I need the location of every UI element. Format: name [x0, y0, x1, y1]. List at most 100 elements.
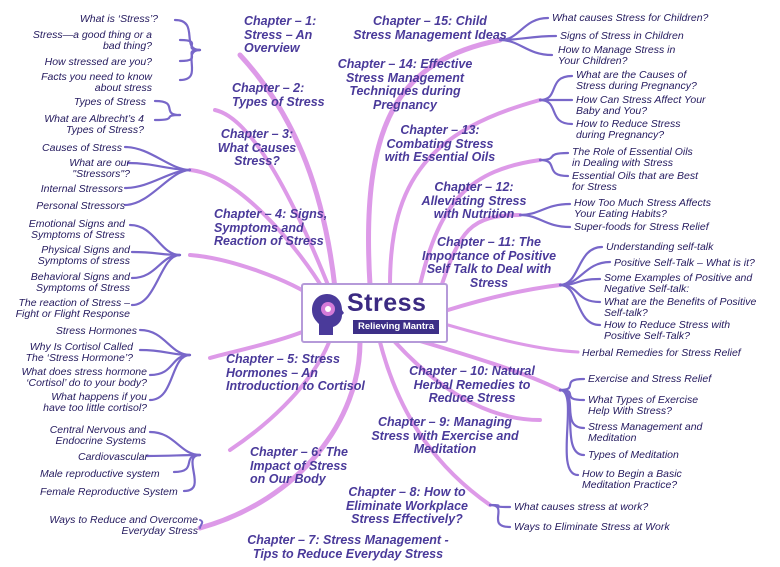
trunk-branch — [418, 158, 542, 287]
topic-label: What causes Stress for Children? — [552, 12, 709, 24]
leaf-branch — [558, 277, 602, 287]
leaf-branch — [558, 388, 580, 477]
leaf-branch — [498, 38, 554, 57]
trunk-branch — [388, 98, 542, 287]
leaf-branch — [538, 98, 574, 126]
topic-label: What does stress hormone ‘Cortisol’ do t… — [21, 366, 147, 389]
topic-label: How Too Much Stress Affects Your Eating … — [574, 197, 711, 220]
center-subtitle: Relieving Mantra — [353, 320, 439, 334]
leaf-branch — [538, 158, 570, 178]
topic-label: How to Reduce Stress during Pregnancy? — [576, 118, 681, 141]
topic-label: The reaction of Stress – Fight or Flight… — [15, 297, 130, 320]
topic-label: Emotional Signs and Symptoms of Stress — [28, 218, 125, 241]
trunk-branch — [188, 253, 320, 302]
leaf-branch — [123, 168, 192, 207]
trunk-branch — [213, 108, 332, 292]
chapter-15-label: Chapter – 15: Child Stress Management Id… — [353, 14, 507, 42]
topic-label: Personal Stressors — [36, 200, 125, 212]
leaf-branch — [128, 223, 182, 257]
topic-label: What are Albrecht’s 4 Types of Stress? — [44, 113, 144, 136]
topic-label: Herbal Remedies for Stress Relief — [582, 347, 741, 359]
leaf-branch — [558, 388, 586, 430]
topic-label: Types of Meditation — [588, 449, 679, 461]
topic-label: How to Begin a Basic Meditation Practice… — [582, 468, 682, 491]
head-silhouette-icon — [312, 294, 344, 335]
leaf-branch — [172, 453, 202, 474]
topic-label: How Can Stress Affect Your Baby and You? — [576, 94, 706, 117]
chapter-14-label: Chapter – 14: Effective Stress Managemen… — [337, 57, 473, 112]
topic-label: Ways to Eliminate Stress at Work — [514, 521, 670, 533]
leaf-branch — [148, 353, 192, 402]
chapter-9-label: Chapter – 9: Managing Stress with Exerci… — [371, 415, 519, 456]
chapter-10-label: Chapter – 10: Natural Herbal Remedies to… — [409, 364, 535, 405]
chapter-3-label: Chapter – 3: What Causes Stress? — [217, 127, 297, 168]
trunk-branch — [446, 323, 580, 354]
leaf-branch — [182, 453, 202, 493]
topic-label: Types of Stress — [73, 96, 146, 108]
trunk-branch — [393, 340, 542, 422]
leaf-branch — [538, 151, 570, 162]
topic-label: Cardiovascular — [78, 451, 149, 463]
topic-label: Facts you need to know about stress — [41, 71, 152, 94]
topic-label: What happens if you have too little cort… — [43, 391, 147, 414]
chapter-12-label: Chapter – 12: Alleviating Stress with Nu… — [421, 180, 527, 221]
leaf-branch — [178, 48, 202, 82]
topic-label: How to Reduce Stress with Positive Self-… — [604, 319, 731, 342]
leaf-branch — [173, 18, 202, 52]
leaf-branch — [130, 253, 182, 307]
topic-label: Stress—a good thing or a bad thing? — [32, 29, 152, 52]
topic-label: What are the Causes of Stress during Pre… — [576, 69, 697, 92]
leaf-branch — [558, 377, 586, 392]
topic-label: What Types of Exercise Help With Stress? — [588, 394, 699, 417]
trunk-branch — [228, 338, 332, 452]
topic-label: How to Manage Stress in Your Children? — [558, 44, 676, 67]
trunk-branch — [237, 52, 338, 291]
chapter-8-label: Chapter – 8: How to Eliminate Workplace … — [345, 485, 469, 526]
topic-label: What are the Benefits of Positive Self-t… — [604, 296, 757, 319]
leaf-branch — [153, 113, 182, 122]
leaf-branch — [488, 503, 512, 529]
topic-label: Female Reproductive System — [40, 486, 178, 498]
trunk-branch — [366, 37, 503, 288]
topic-label: Ways to Reduce and Overcome Everyday Str… — [49, 514, 198, 537]
topic-label: Why Is Cortisol Called The ‘Stress Hormo… — [25, 341, 133, 364]
topic-label: Causes of Stress — [42, 142, 122, 154]
topic-label: Male reproductive system — [40, 468, 160, 480]
chapter-6-label: Chapter – 6: The Impact of Stress on Our… — [250, 445, 348, 486]
topic-label: Some Examples of Positive and Negative S… — [604, 272, 753, 295]
topic-label: Understanding self-talk — [606, 241, 714, 253]
topic-label: Positive Self-Talk – What is it? — [614, 257, 755, 269]
chapter-5-label: Chapter – 5: Stress Hormones – An Introd… — [226, 352, 365, 393]
trunk-branch — [188, 168, 327, 294]
leaf-branch — [518, 213, 572, 229]
topic-label: Behavioral Signs and Symptoms of Stress — [30, 271, 130, 294]
center-title: Stress — [347, 289, 427, 317]
chapter-1-label: Chapter – 1: Stress – An Overview — [244, 14, 317, 55]
chapter-2-label: Chapter – 2: Types of Stress — [232, 81, 325, 109]
topic-label: Central Nervous and Endocrine Systems — [49, 424, 146, 447]
topic-label: What is ‘Stress’? — [79, 13, 158, 25]
topic-label: Stress Hormones — [55, 325, 137, 337]
topic-label: The Role of Essential Oils in Dealing wi… — [572, 146, 693, 169]
leaf-branch — [178, 48, 202, 63]
topic-label: Super-foods for Stress Relief — [574, 221, 709, 233]
center-logo: Stress Relieving Mantra — [301, 283, 448, 343]
leaf-branch — [538, 74, 574, 102]
leaf-branch — [148, 430, 202, 457]
leaf-branch — [126, 161, 192, 172]
leaf-branch — [558, 283, 602, 327]
topic-label: What causes stress at work? — [514, 501, 649, 513]
topic-label: Stress Management and Meditation — [588, 421, 703, 444]
trunk-branch — [197, 339, 363, 531]
topic-label: Essential Oils that are Best for Stress — [572, 170, 699, 193]
leaf-branch — [199, 519, 204, 529]
topic-label: Internal Stressors — [40, 183, 123, 195]
chapter-13-label: Chapter – 13: Combating Stress with Esse… — [384, 123, 496, 164]
topic-label: How stressed are you? — [44, 56, 152, 68]
chapter-7-label: Chapter – 7: Stress Management - Tips to… — [247, 533, 449, 561]
trunk-branch — [446, 283, 562, 312]
topic-label: Exercise and Stress Relief — [588, 373, 712, 385]
topic-label: Signs of Stress in Children — [560, 30, 684, 42]
chapter-11-label: Chapter – 11: The Importance of Positive… — [421, 235, 557, 290]
